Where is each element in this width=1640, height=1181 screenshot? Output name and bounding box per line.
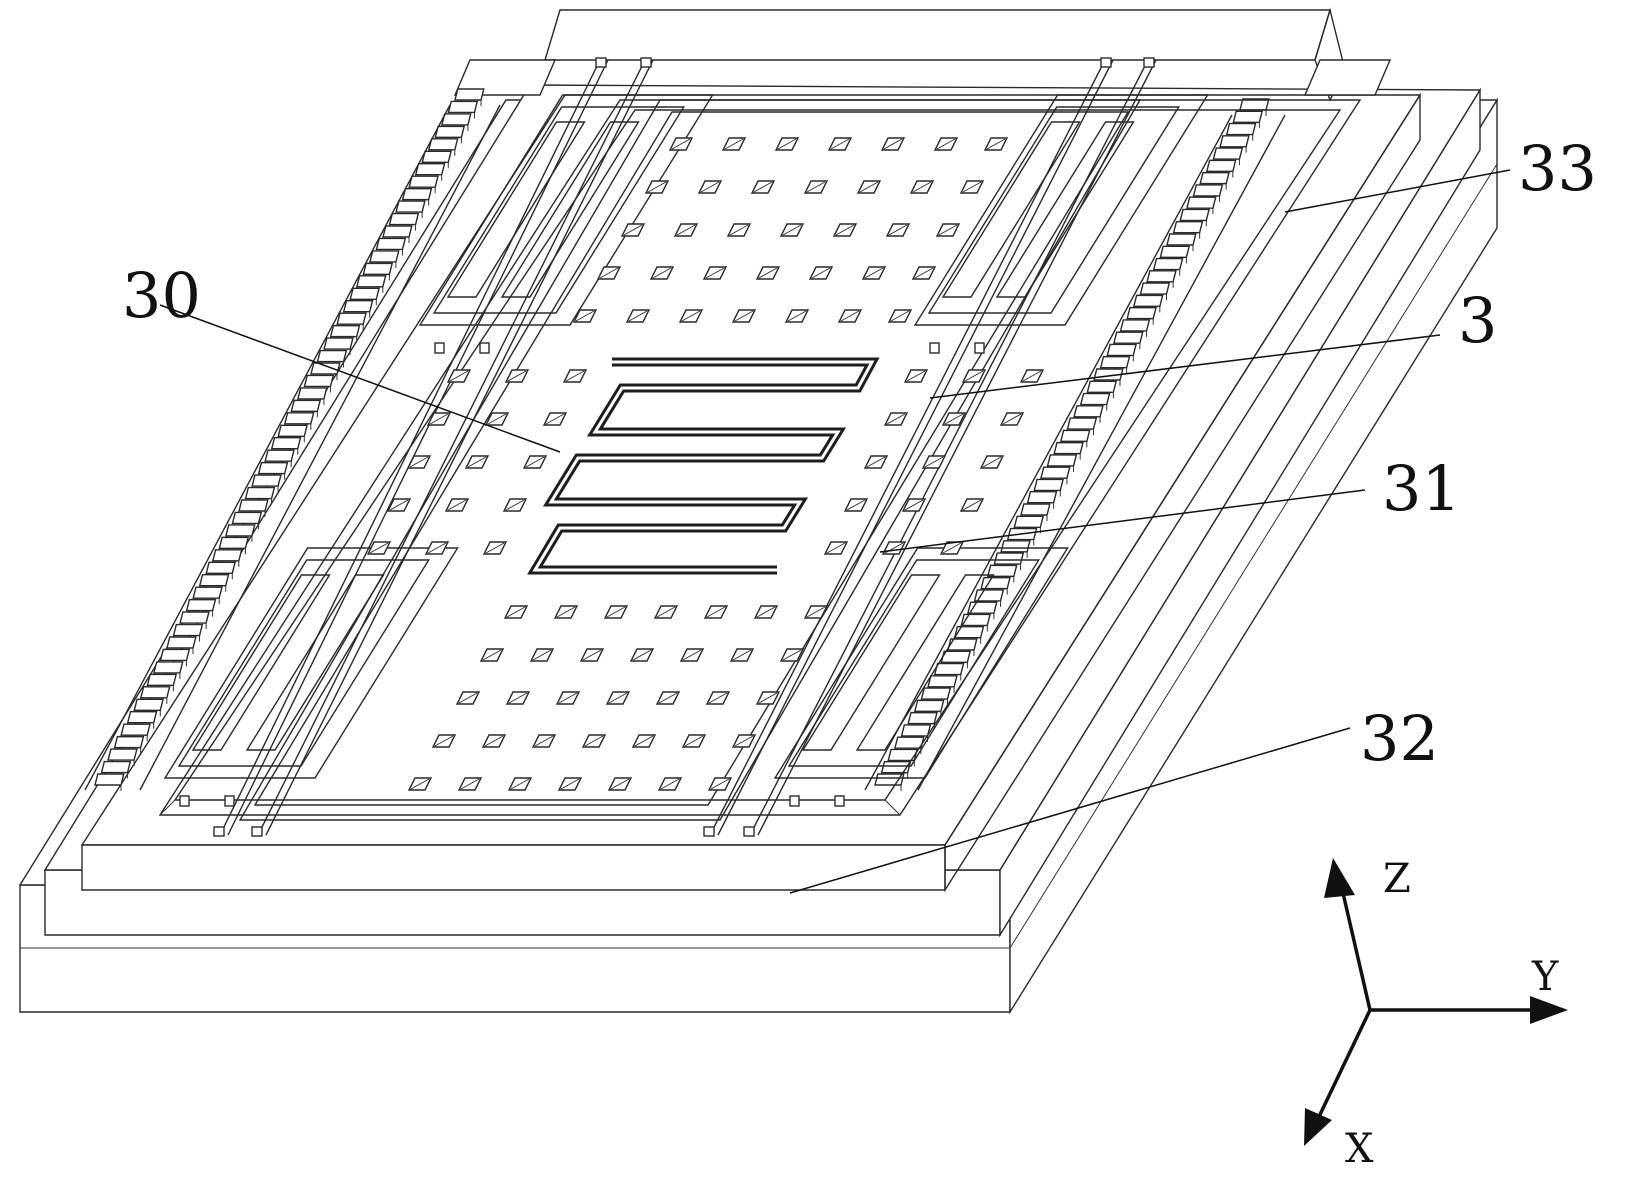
- axis-x-label: X: [1345, 1126, 1374, 1172]
- label-32: 32: [1360, 702, 1439, 775]
- label-30: 30: [122, 259, 201, 332]
- label-31: 31: [1382, 452, 1461, 525]
- axis-z-label: Z: [1383, 856, 1411, 902]
- z-arrowhead: [1324, 858, 1355, 898]
- x-arrowhead: [1304, 1108, 1332, 1146]
- label-33: 33: [1518, 132, 1597, 205]
- axis-y-label: Y: [1531, 954, 1559, 1000]
- label-3: 3: [1458, 284, 1497, 357]
- coordinate-axes: [1304, 858, 1568, 1146]
- y-arrowhead: [1530, 996, 1568, 1024]
